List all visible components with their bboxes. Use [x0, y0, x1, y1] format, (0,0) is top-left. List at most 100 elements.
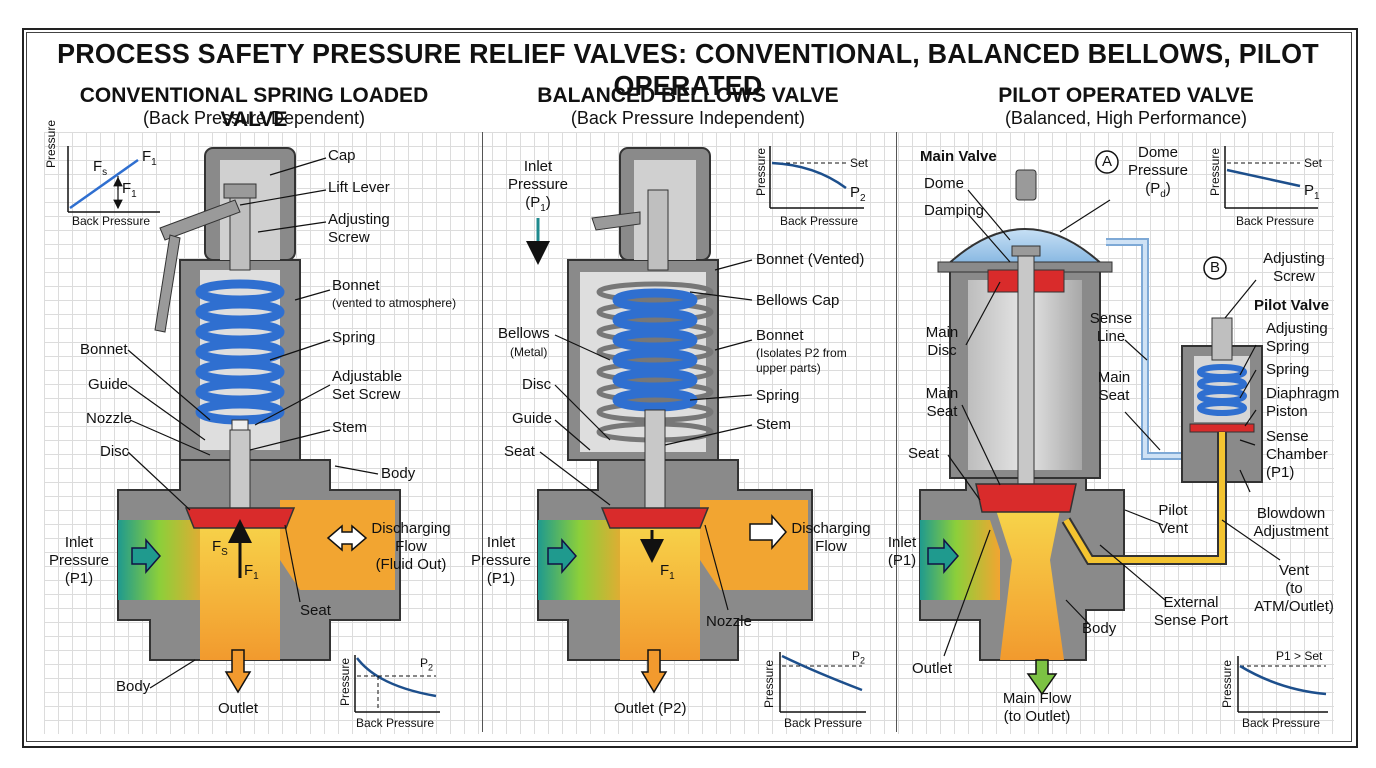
label-circle-a: A: [1101, 153, 1112, 170]
label-spring: Spring: [756, 387, 800, 404]
label-pilot-valve: Pilot Valve: [1254, 297, 1330, 314]
label-seat: Seat: [504, 443, 535, 460]
pilot-title: PILOT OPERATED VALVE: [998, 84, 1254, 107]
conv-graph-top-f1b: F1: [122, 180, 137, 200]
conv-graph-bottom-ylabel: Pressure: [338, 657, 352, 706]
label-body: Body: [381, 465, 416, 482]
conv-graph-top-f1: F1: [142, 148, 157, 168]
label-damping: Damping: [924, 202, 985, 219]
conv-graph-bottom-xlabel: Back Pressure: [356, 716, 435, 730]
conv-graph-bottom-p2: P2: [420, 656, 434, 673]
label-body-bottom: Body: [116, 678, 151, 695]
label-outlet: Outlet: [218, 700, 259, 717]
label-external-sense-port: External Sense Port: [1153, 594, 1229, 629]
label-bellows-note: (Metal): [510, 345, 548, 359]
label-sense-line: Sense Line: [1089, 310, 1133, 345]
conventional-valve: [117, 147, 401, 694]
conv-graph-top-ylabel: Pressure: [44, 119, 58, 168]
label-main-seat: Main Seat: [925, 385, 959, 420]
label-vent: Vent (to ATM/Outlet): [1254, 562, 1334, 615]
label-spring: Spring: [332, 329, 376, 346]
label-bonnet-left: Bonnet: [80, 341, 128, 358]
label-bonnet: Bonnet: [756, 327, 804, 344]
pilot-graph-top-xlabel: Back Pressure: [1236, 214, 1315, 228]
label-discharging-flow: Discharging Flow (Fluid Out): [371, 520, 451, 573]
label-outlet: Outlet: [912, 660, 953, 677]
label-lift-lever: Lift Lever: [328, 179, 390, 196]
pilot-graph-top-ylabel: Pressure: [1208, 147, 1222, 196]
label-main-disc: Main Disc: [925, 324, 959, 359]
pilot-graph-top-set: Set: [1304, 156, 1323, 170]
pilot-valve: [919, 150, 1281, 696]
label-dome: Dome: [924, 175, 965, 192]
label-bellows: Bellows: [498, 325, 550, 342]
bellows-graph-top: [769, 146, 864, 209]
label-f1: F1: [660, 562, 675, 582]
label-nozzle: Nozzle: [86, 410, 132, 427]
label-diaphragm-piston: Diaphragm Piston: [1266, 385, 1340, 420]
label-outlet: Outlet (P2): [614, 700, 687, 717]
label-bonnet-vented: Bonnet (Vented): [756, 251, 865, 268]
label-inlet-pressure: Inlet Pressure (P1): [470, 534, 532, 587]
bellows-valve: [526, 147, 813, 694]
label-adjusting-screw: Adjusting Screw: [328, 211, 390, 246]
label-inlet-pressure-top: Inlet Pressure (P1): [507, 158, 569, 214]
section-divider: [482, 132, 483, 732]
conventional-graph-bottom: [354, 655, 440, 713]
label-body: Body: [1082, 620, 1117, 637]
pilot-subtitle: (Balanced, High Performance): [1004, 108, 1248, 128]
page-title: PROCESS SAFETY PRESSURE RELIEF VALVES: C…: [57, 38, 1319, 101]
label-pilot-vent: Pilot Vent: [1157, 502, 1189, 537]
inner-frame: [26, 32, 1352, 742]
label-seat: Seat: [908, 445, 939, 462]
pilot-graph-bottom-set: P1 > Set: [1276, 649, 1323, 663]
label-f1: F1: [244, 562, 259, 582]
label-guide: Guide: [88, 376, 129, 393]
bellows-graph-top-set: Set: [850, 156, 869, 170]
pilot-graph-bottom-ylabel: Pressure: [1220, 659, 1234, 708]
label-inlet-pressure: Inlet Pressure (P1): [48, 534, 110, 587]
pilot-graph-bottom-xlabel: Back Pressure: [1242, 716, 1321, 730]
label-main-seat-right: Main Seat: [1097, 369, 1131, 404]
label-blowdown: Blowdown Adjustment: [1253, 505, 1329, 540]
bellows-graph-top-p2: P2: [850, 184, 866, 204]
label-adjusting-screw: Adjusting Screw: [1263, 250, 1325, 285]
bellows-graph-bottom-p2: P2: [852, 649, 866, 666]
label-nozzle: Nozzle: [706, 613, 752, 630]
bellows-graph-bottom-xlabel: Back Pressure: [784, 716, 863, 730]
label-sense-chamber: Sense Chamber (P1): [1266, 428, 1328, 481]
label-bonnet: Bonnet: [332, 277, 380, 294]
conventional-graph-top: [67, 146, 160, 213]
label-adjustable-set-screw: Adjustable Set Screw: [332, 368, 403, 403]
conventional-subtitle: (Back Pressure Dependent): [142, 108, 366, 128]
label-inlet: Inlet (P1): [887, 534, 917, 569]
bellows-title: BALANCED BELLOWS VALVE: [537, 84, 839, 107]
label-adjusting-spring: Adjusting Spring: [1266, 320, 1328, 355]
pilot-graph-top: [1224, 146, 1318, 209]
label-guide: Guide: [512, 410, 553, 427]
label-disc: Disc: [100, 443, 130, 460]
label-circle-b: B: [1209, 259, 1220, 276]
label-spring: Spring: [1266, 361, 1310, 378]
section-divider: [896, 132, 897, 732]
label-stem: Stem: [332, 419, 368, 436]
label-disc: Disc: [522, 376, 552, 393]
label-main-valve: Main Valve: [920, 148, 997, 165]
conventional-title: CONVENTIONAL SPRING LOADED VALVE: [79, 84, 429, 131]
pilot-graph-bottom: [1237, 656, 1328, 713]
bellows-graph-top-ylabel: Pressure: [754, 147, 768, 196]
conv-graph-top-xlabel: Back Pressure: [72, 214, 151, 228]
label-bellows-cap: Bellows Cap: [756, 292, 840, 309]
bellows-graph-top-xlabel: Back Pressure: [780, 214, 859, 228]
label-bonnet-note: (Isolates P2 from upper parts): [756, 346, 847, 375]
label-main-flow: Main Flow (to Outlet): [1002, 690, 1072, 725]
bellows-graph-bottom: [779, 652, 866, 713]
label-stem: Stem: [756, 416, 792, 433]
label-bonnet-note: (vented to atmosphere): [332, 296, 457, 310]
bellows-subtitle: (Back Pressure Independent): [570, 108, 806, 128]
bellows-graph-bottom-ylabel: Pressure: [762, 659, 776, 708]
label-discharging-flow: Discharging Flow: [791, 520, 871, 555]
pilot-graph-top-p1: P1: [1304, 182, 1320, 202]
conv-graph-top-fs: Fs: [93, 158, 108, 178]
